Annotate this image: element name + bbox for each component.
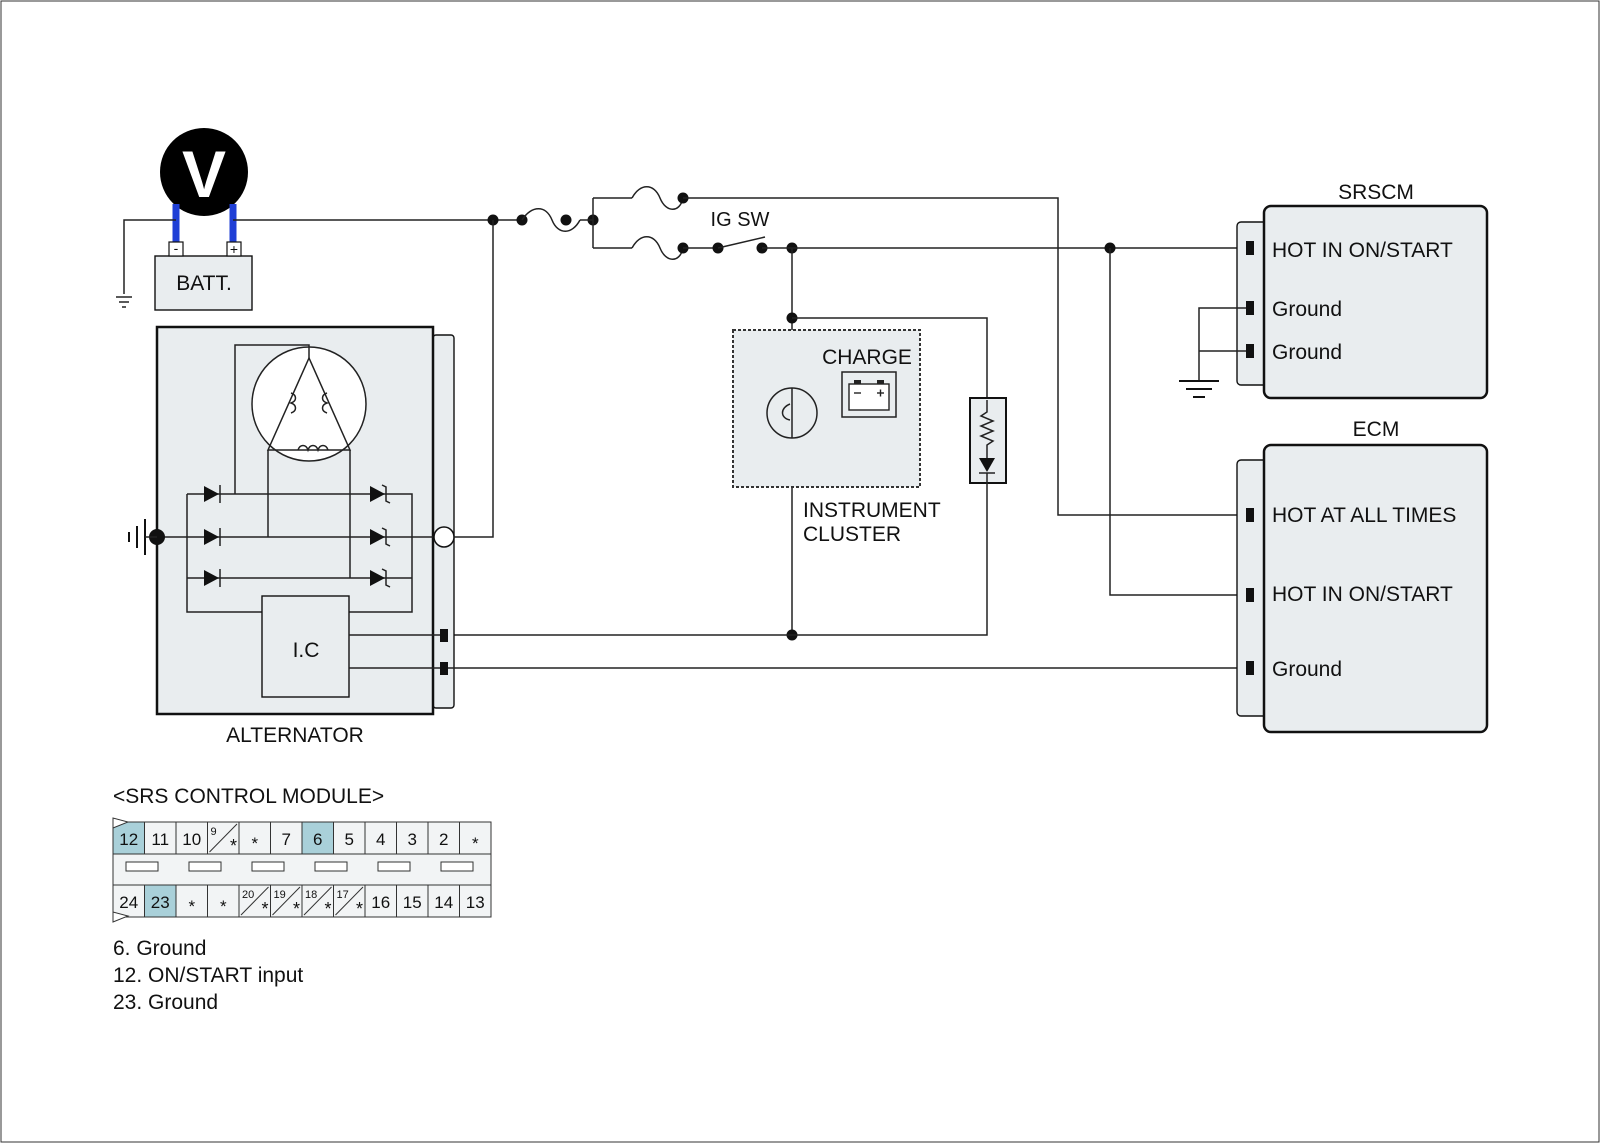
fuse-hot-at-all-times: [631, 186, 684, 210]
fuse-ig: [631, 236, 684, 260]
alternator-ground-symbol: [128, 519, 165, 555]
connector-pin-unused: *: [230, 836, 237, 856]
ic-label: I.C: [293, 639, 320, 662]
connector-pin-number: 3: [408, 830, 417, 849]
b-terminal: [433, 526, 455, 548]
connector-pin-cell: [459, 884, 492, 918]
connector-pin-number: 19: [274, 889, 286, 901]
legend-line-3: 23. Ground: [113, 991, 218, 1014]
connector-pin-number: 6: [313, 830, 322, 849]
connector-slot: [125, 861, 159, 872]
connector-slot: [314, 861, 348, 872]
stator-coil: [251, 346, 367, 462]
connector-pin-cell: [238, 821, 271, 855]
connector-pin-cell: [427, 884, 460, 918]
connector-pin-number: 12: [119, 830, 138, 849]
connector-pin-number: 17: [337, 889, 349, 901]
connector-pin-cell: [364, 884, 397, 918]
srs-connector: 12 11 10 9 * * 7 6 5 4 3 2 * 24 23 * * 20 * 19 * 18 * 17 * 16 15 1…: [112, 817, 492, 923]
connector-pin-number: 10: [182, 830, 201, 849]
battery-label: BATT.: [176, 272, 232, 295]
connector-pin-number: 2: [439, 830, 448, 849]
instrument-cluster-label-line2: CLUSTER: [803, 523, 901, 546]
srscm-ground-symbol: [1179, 380, 1219, 398]
battery: - + BATT.: [154, 240, 253, 311]
connector-pin-unused: *: [325, 899, 332, 919]
connector-pin-divider: [335, 886, 364, 916]
connector-pin-cell: [270, 821, 303, 855]
connector-pin-number: 15: [403, 893, 422, 912]
connector-pin-number: 5: [345, 830, 354, 849]
battery-warning-icon: [848, 380, 890, 411]
connector-slot: [251, 861, 285, 872]
ecm-pin-hot-in-on-start: HOT IN ON/START: [1272, 583, 1453, 606]
srscm-pin-ground-1: Ground: [1272, 298, 1342, 321]
connector-title: <SRS CONTROL MODULE>: [113, 785, 384, 808]
voltmeter: V: [160, 128, 248, 216]
connector-pin-cell: [427, 821, 460, 855]
connector-pin-cell: [144, 821, 177, 855]
connector-slot: [188, 861, 222, 872]
connector-pin-number: 4: [376, 830, 385, 849]
connector-pin-divider: [272, 886, 301, 916]
connector-pin-cell: [396, 884, 429, 918]
instrument-cluster: CHARGE: [732, 329, 921, 488]
connector-pin-cell: [175, 821, 208, 855]
resistor-diode-module: [969, 397, 1007, 484]
charge-label: CHARGE: [822, 346, 912, 369]
connector-pin-cell: [333, 821, 366, 855]
voltmeter-label: V: [182, 137, 226, 211]
ecm-pin-hot-at-all-times: HOT AT ALL TIMES: [1272, 504, 1456, 527]
battery-positive-terminal: +: [230, 241, 238, 257]
connector-pin-cell: [301, 821, 334, 855]
srscm-module: HOT IN ON/START Ground Ground: [1236, 204, 1489, 400]
main-fuse: [521, 208, 581, 232]
connector-pin-cell: [144, 884, 177, 918]
srscm-title: SRSCM: [1338, 181, 1414, 204]
ecm-title: ECM: [1353, 418, 1400, 441]
connector-pin-number: 23: [151, 893, 170, 912]
connector-pin-divider: [303, 886, 332, 916]
battery-ground-symbol: [116, 296, 132, 308]
ignition-switch: [717, 236, 766, 249]
connector-pin-number: 14: [434, 893, 453, 912]
srscm-pin-ground-2: Ground: [1272, 341, 1342, 364]
legend-line-1: 6. Ground: [113, 937, 206, 960]
instrument-cluster-label-line1: INSTRUMENT: [803, 499, 941, 522]
connector-pin-cell: [364, 821, 397, 855]
connector-pin-divider: [209, 823, 238, 853]
connector-pin-unused: *: [262, 899, 269, 919]
connector-pin-unused: *: [356, 899, 363, 919]
connector-pin-number: 18: [305, 889, 317, 901]
connector-slot: [377, 861, 411, 872]
ig-sw-label: IG SW: [711, 209, 770, 231]
connector-pin-unused: *: [220, 897, 227, 916]
connector-pin-number: 24: [119, 893, 138, 912]
connector-slot: [440, 861, 474, 872]
connector-pin-unused: *: [188, 897, 195, 916]
ecm-pin-ground: Ground: [1272, 658, 1342, 681]
battery-negative-terminal: -: [174, 240, 179, 256]
connector-pin-unused: *: [472, 834, 479, 853]
legend-line-2: 12. ON/START input: [113, 964, 303, 987]
connector-pin-number: 16: [371, 893, 390, 912]
ecm-module: HOT AT ALL TIMES HOT IN ON/START Ground: [1236, 443, 1489, 734]
alternator: I.C: [155, 325, 455, 716]
connector-pin-number: 20: [242, 889, 254, 901]
rectifier-diodes: [204, 484, 391, 588]
connector-pin-divider: [240, 886, 269, 916]
connector-pin-unused: *: [293, 899, 300, 919]
connector-pin-number: 9: [211, 826, 217, 838]
alternator-label: ALTERNATOR: [226, 724, 364, 747]
connector-pin-unused: *: [251, 834, 258, 853]
srscm-pin-hot-in-on-start: HOT IN ON/START: [1272, 239, 1453, 262]
connector-pin-number: 13: [466, 893, 485, 912]
connector-pin-number: 7: [282, 830, 291, 849]
connector-pin-number: 11: [151, 830, 169, 849]
connector-pin-cell: [459, 821, 492, 855]
connector-pin-cell: [112, 884, 145, 918]
